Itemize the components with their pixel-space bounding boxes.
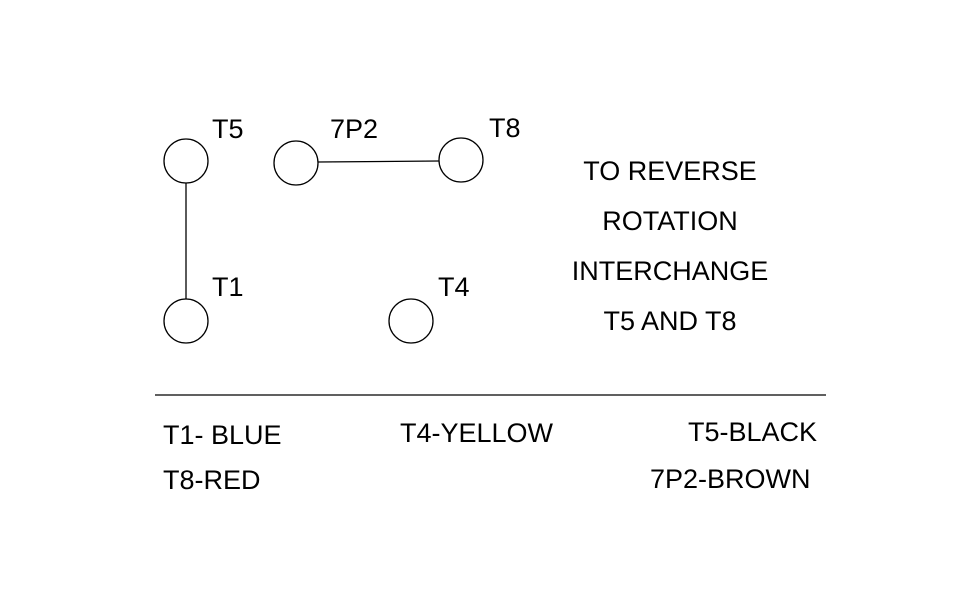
terminal-7p2-label: 7P2 — [330, 114, 379, 144]
reverse-rotation-note: TO REVERSE ROTATION INTERCHANGE T5 AND T… — [540, 146, 800, 346]
legend-item-t8: T8-RED — [163, 465, 261, 495]
terminal-7p2-circle — [273, 140, 319, 186]
terminal-t4-circle — [388, 298, 434, 344]
legend-item-t1: T1- BLUE — [163, 420, 282, 450]
terminal-t8-circle — [438, 137, 484, 183]
wire-7p2-t8 — [317, 160, 440, 163]
terminal-t5-circle — [163, 138, 209, 184]
legend-item-7p2: 7P2-BROWN — [650, 464, 811, 494]
note-line-2: ROTATION — [602, 206, 738, 236]
note-line-1: TO REVERSE — [583, 156, 757, 186]
note-line-3: INTERCHANGE — [571, 256, 769, 286]
terminal-t1-circle — [163, 298, 209, 344]
terminal-t5-label: T5 — [212, 114, 244, 144]
terminal-t8-label: T8 — [489, 113, 521, 143]
terminal-t4-label: T4 — [438, 272, 470, 302]
note-line-4: T5 AND T8 — [603, 306, 737, 336]
legend-item-t4: T4-YELLOW — [400, 418, 554, 448]
terminal-t1-label: T1 — [212, 272, 244, 302]
legend-item-t5: T5-BLACK — [688, 417, 818, 447]
